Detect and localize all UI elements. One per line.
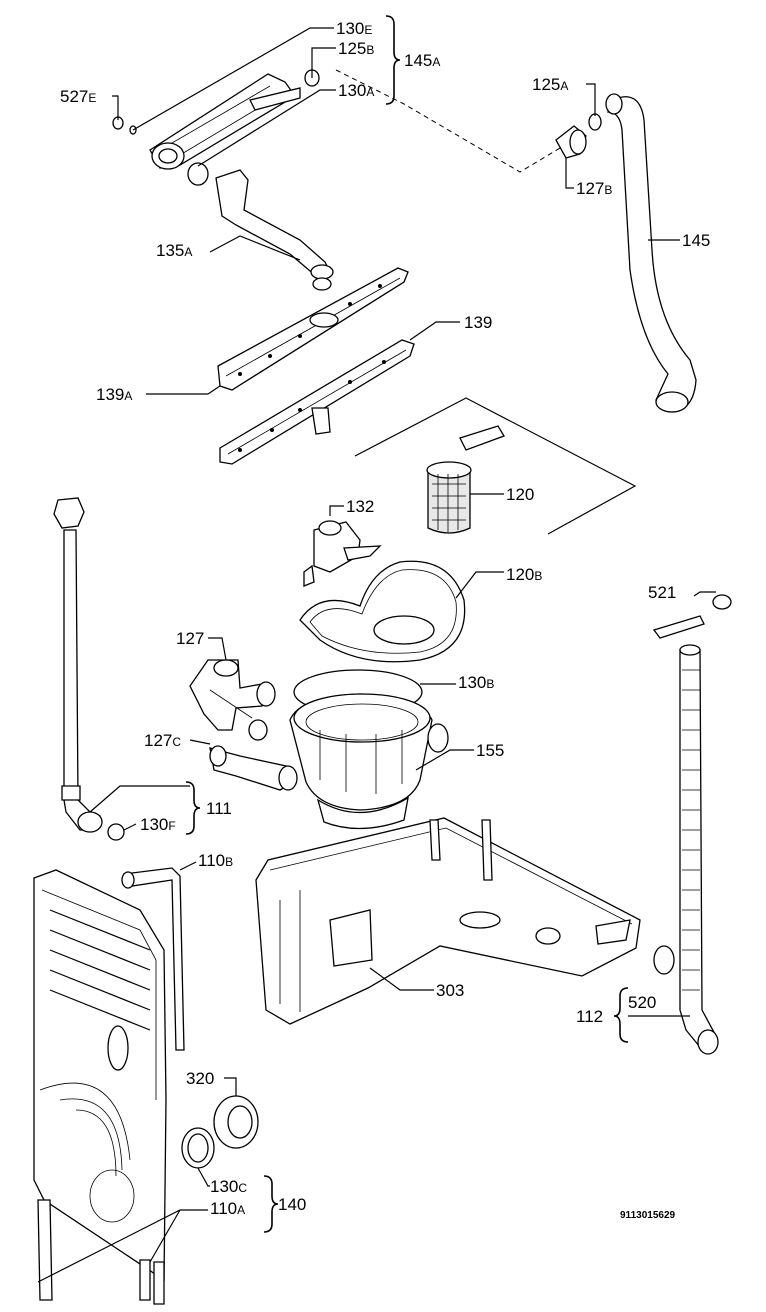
label-303: 303 bbox=[436, 981, 464, 1000]
supply-hose-111 bbox=[53, 497, 125, 841]
label-130e: 130E bbox=[336, 19, 372, 38]
hose-127c bbox=[209, 745, 298, 791]
upper-spray-arm-assembly bbox=[112, 69, 320, 186]
label-132: 132 bbox=[346, 497, 374, 516]
sump-155 bbox=[289, 669, 449, 830]
braces bbox=[185, 15, 629, 1233]
gasket-120b bbox=[299, 560, 466, 663]
label-521: 521 bbox=[648, 583, 676, 602]
label-135a: 135A bbox=[156, 241, 192, 260]
label-130c: 130C bbox=[210, 1177, 247, 1196]
label-145: 145 bbox=[682, 231, 710, 250]
label-155: 155 bbox=[476, 741, 504, 760]
part-labels: 130E 125B 145A 130A 527E 125A 127B 135A … bbox=[60, 19, 710, 1221]
label-130f: 130F bbox=[140, 815, 176, 834]
leader-lines bbox=[37, 27, 716, 1283]
label-527e: 527E bbox=[60, 87, 96, 106]
drain-hose-112 bbox=[652, 594, 732, 1055]
base-303 bbox=[255, 817, 641, 1025]
circulation-hose-145 bbox=[555, 93, 697, 413]
label-120b: 120B bbox=[506, 565, 542, 584]
label-125a: 125A bbox=[532, 75, 568, 94]
filter-120 bbox=[354, 397, 637, 535]
label-139: 139 bbox=[464, 313, 492, 332]
seal-130c bbox=[181, 1127, 215, 1169]
label-130a: 130A bbox=[338, 81, 374, 100]
seal-320 bbox=[213, 1095, 259, 1149]
hose-127 bbox=[189, 659, 276, 741]
label-130b: 130B bbox=[458, 673, 494, 692]
label-125b: 125B bbox=[338, 39, 374, 58]
o-ring-130a bbox=[187, 162, 209, 186]
label-127c: 127C bbox=[144, 731, 181, 750]
label-139a: 139A bbox=[96, 385, 132, 404]
label-112: 112 bbox=[576, 1007, 603, 1026]
spray-arm-pipe-135a bbox=[215, 169, 334, 291]
pipe-110b bbox=[122, 867, 185, 1051]
label-127b: 127B bbox=[576, 179, 612, 198]
lower-spray-arm-139 bbox=[219, 339, 415, 465]
label-145a: 145A bbox=[404, 51, 440, 70]
clamp-520 bbox=[653, 945, 675, 975]
pipe-110a bbox=[37, 1199, 53, 1301]
label-120: 120 bbox=[506, 485, 534, 504]
label-140: 140 bbox=[278, 1195, 306, 1214]
label-111: 111 bbox=[206, 799, 232, 818]
o-ring-125a bbox=[588, 113, 602, 131]
coarse-filter-132 bbox=[303, 520, 382, 587]
drawing-number: 9113015629 bbox=[620, 1210, 676, 1221]
side-panel-140 bbox=[33, 867, 185, 1305]
label-320: 320 bbox=[186, 1069, 214, 1088]
label-127: 127 bbox=[176, 629, 204, 648]
seal-130f bbox=[107, 823, 125, 841]
clip-521 bbox=[652, 615, 705, 639]
label-110a: 110A bbox=[210, 1199, 245, 1218]
label-110b: 110B bbox=[198, 851, 233, 870]
label-520: 520 bbox=[628, 993, 656, 1012]
